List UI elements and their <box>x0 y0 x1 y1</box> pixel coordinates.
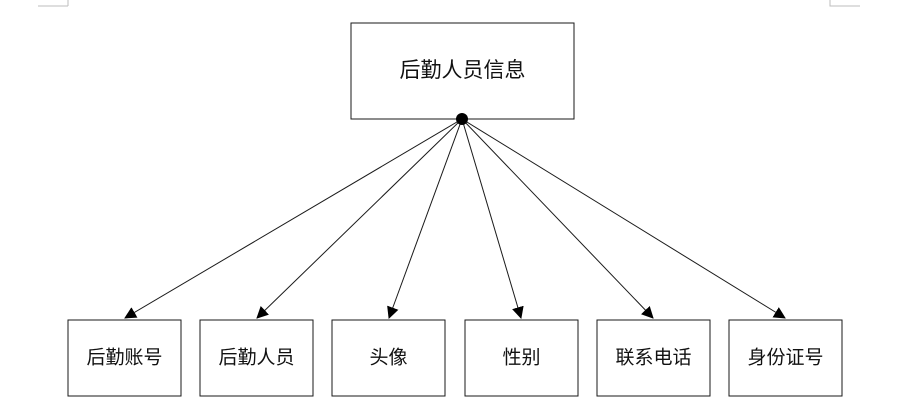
child-box <box>728 319 843 397</box>
root-node: 后勤人员信息 <box>350 22 575 120</box>
child-node-3: 头像 <box>331 319 446 397</box>
connector-3 <box>387 118 463 319</box>
page-corner-marks <box>38 0 860 7</box>
child-node-5: 联系电话 <box>596 319 711 397</box>
child-box <box>199 319 314 397</box>
child-box <box>596 319 711 397</box>
child-label: 联系电话 <box>615 347 691 369</box>
child-nodes: 后勤账号 后勤人员 头像 性别 联系电话 身份证号 <box>67 319 843 397</box>
connector-2 <box>256 118 463 319</box>
corner-mark-right <box>829 0 860 7</box>
child-box <box>67 319 182 397</box>
child-label: 后勤人员 <box>218 347 294 369</box>
connector-5 <box>461 118 654 319</box>
corner-mark-left <box>38 0 69 7</box>
child-node-6: 身份证号 <box>728 319 843 397</box>
root-label: 后勤人员信息 <box>400 58 526 82</box>
child-label: 性别 <box>502 347 540 369</box>
child-label: 身份证号 <box>747 347 823 369</box>
child-label: 后勤账号 <box>86 347 162 369</box>
child-node-2: 后勤人员 <box>199 319 314 397</box>
connector-1 <box>124 118 463 319</box>
connector-4 <box>461 118 524 319</box>
child-label: 头像 <box>369 347 407 369</box>
child-box <box>331 319 446 397</box>
junction-dot <box>456 113 468 125</box>
connector-6 <box>461 118 786 319</box>
child-node-1: 后勤账号 <box>67 319 182 397</box>
child-box <box>464 319 579 397</box>
child-node-4: 性别 <box>464 319 579 397</box>
connectors <box>124 118 786 319</box>
